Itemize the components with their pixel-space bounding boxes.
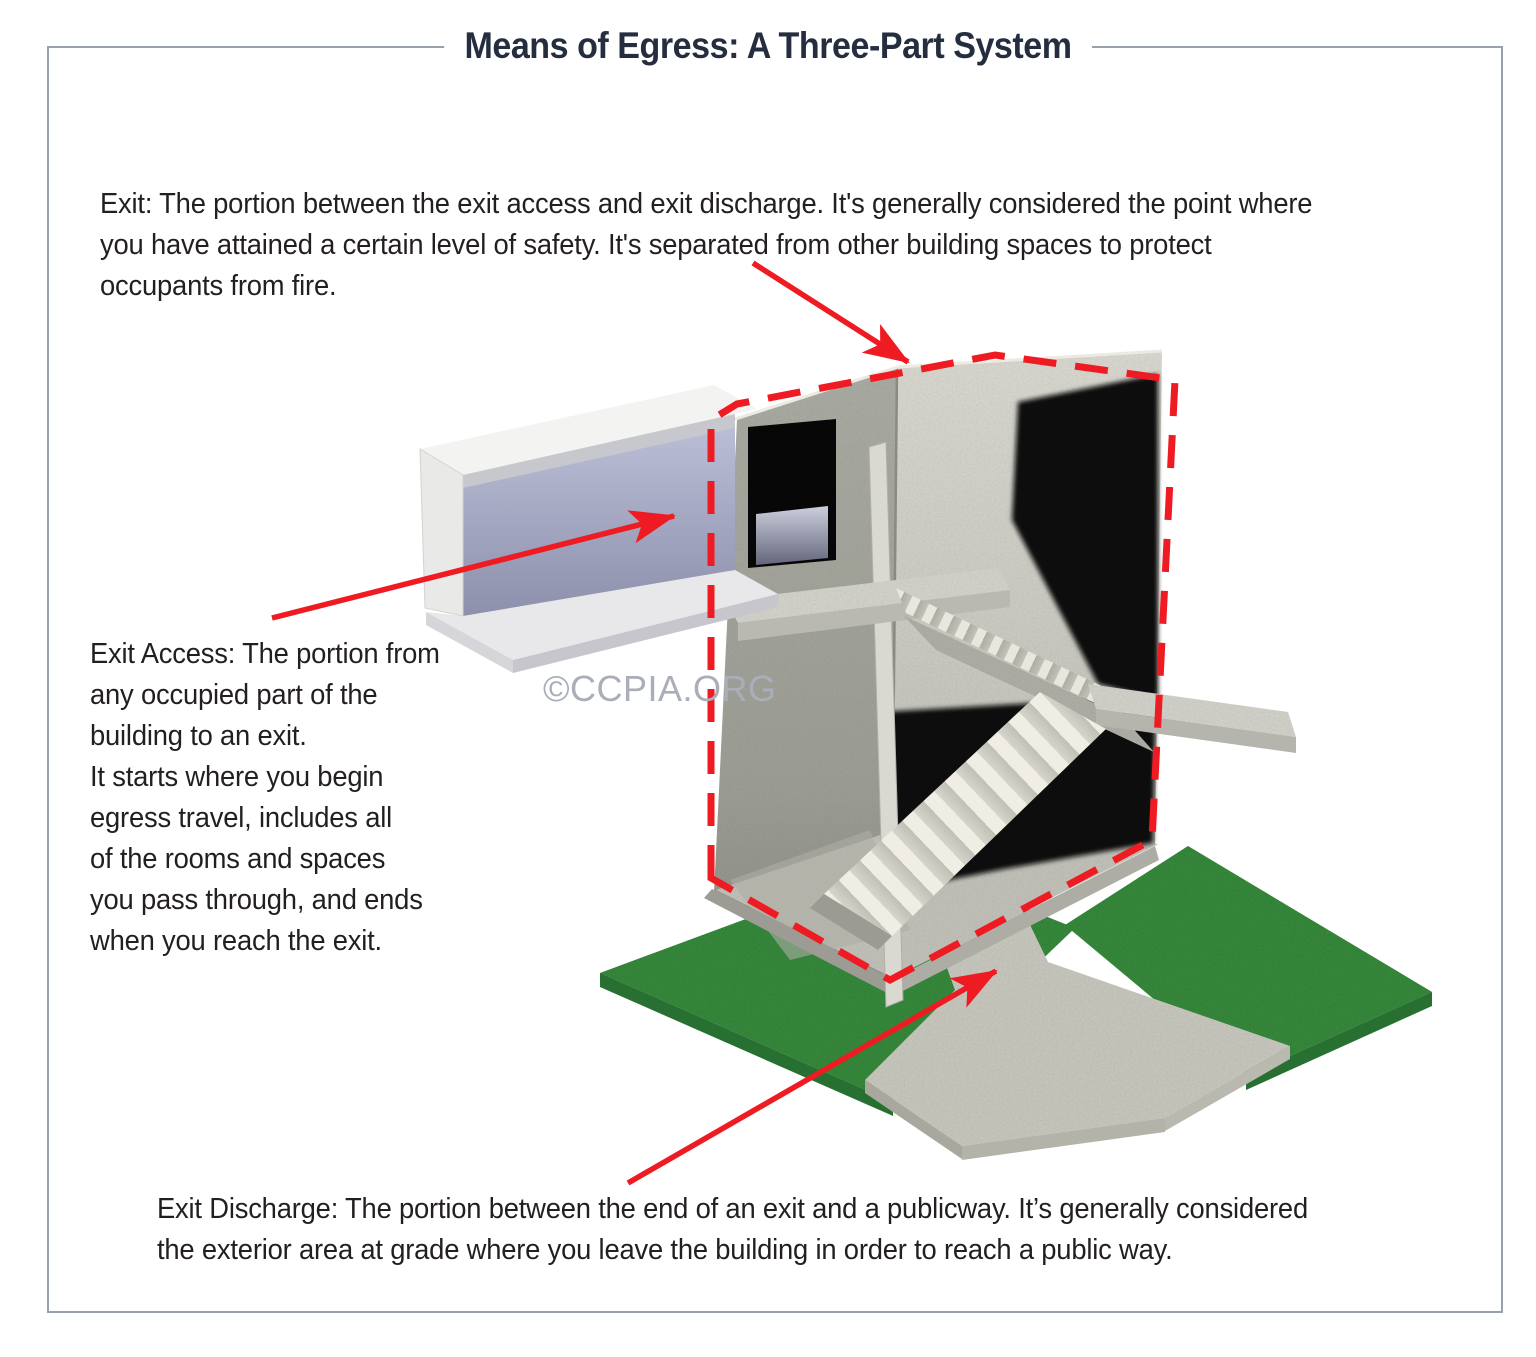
exit-arrow (751, 260, 910, 365)
exit-label-line: occupants from fire. (100, 270, 337, 302)
wall-top-highlight (734, 349, 1163, 421)
exit-discharge-label-line: the exterior area at grade where you lea… (157, 1234, 1173, 1266)
plinth-front (704, 889, 893, 996)
exit-access-label-line: when you reach the exit. (90, 925, 382, 957)
exit-access-arrow (271, 510, 676, 621)
corridor (419, 385, 778, 673)
exit-discharge-label-line: Exit Discharge: The portion between the … (157, 1193, 1308, 1225)
grass-left-edge (600, 973, 893, 1116)
corridor-ceiling (463, 414, 735, 488)
grass-right (1065, 846, 1432, 1076)
doorway-glow (756, 506, 828, 565)
stair-enclosure (704, 349, 1296, 1008)
exit-access-label-line: of the rooms and spaces (90, 843, 386, 875)
exit-label: Exit: The portion between the exit acces… (100, 184, 1312, 307)
lower-flight-stringer (810, 894, 892, 950)
exit-access-label-line: you pass through, and ends (90, 884, 423, 916)
stair-landing-edge (1096, 709, 1296, 753)
second-floor-slab (726, 568, 1010, 623)
exit-access-label-line: It starts where you begin (90, 761, 384, 793)
exit-access-label-line: any occupied part of the (90, 679, 378, 711)
exit-label-line: you have attained a certain level of saf… (100, 229, 1212, 261)
upper-flight-underside (904, 616, 1154, 752)
exit-access-label: Exit Access: The portion from any occupi… (90, 634, 440, 962)
exit-access-label-line: egress travel, includes all (90, 802, 393, 834)
corridor-floor (426, 570, 778, 660)
exit-label-line: Exit: The portion between the exit acces… (100, 188, 1313, 220)
lower-stair-flight (824, 692, 1106, 936)
corridor-back-wall (463, 426, 735, 616)
second-floor-slab-edge (738, 590, 1010, 641)
plinth-right (893, 846, 1159, 994)
exit-discharge-label: Exit Discharge: The portion between the … (157, 1189, 1308, 1271)
upper-stair-flight (896, 588, 1124, 717)
watermark-text: ©CCPIA.ORG (543, 668, 777, 709)
page-title: Means of Egress: A Three-Part System (444, 24, 1092, 68)
stair-landing (1088, 684, 1296, 737)
exit-boundary-dashed-outline (707, 351, 1179, 984)
exit-access-label-line: building to an exit. (90, 720, 307, 752)
exit-discharge-arrow (626, 968, 998, 1186)
exit-access-label-line: Exit Access: The portion from (90, 638, 440, 670)
grass-right-edge (1246, 992, 1432, 1090)
corridor-top-face (420, 385, 757, 475)
